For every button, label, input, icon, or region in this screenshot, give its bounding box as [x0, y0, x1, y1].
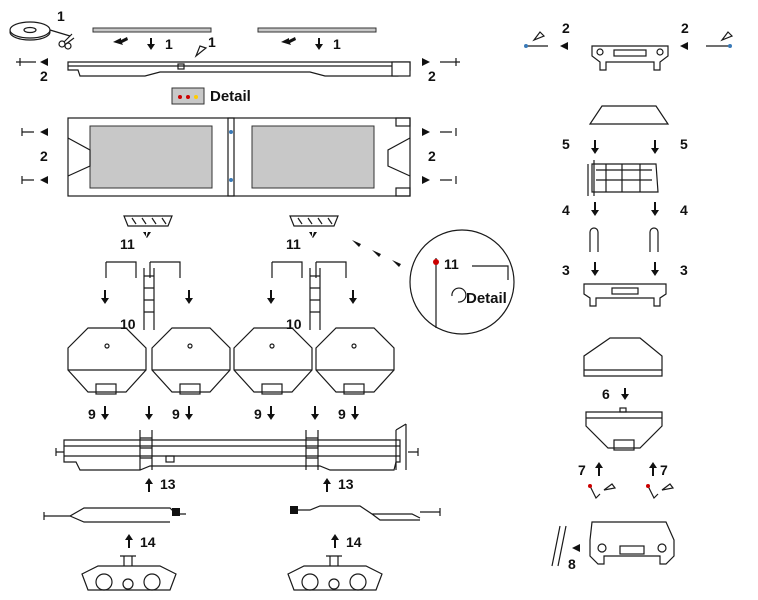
- step-3-label-b: 3: [680, 262, 688, 278]
- handrails-left-group: [105, 261, 181, 330]
- hopper-3: [233, 327, 313, 395]
- frame-top-view: [67, 117, 411, 197]
- step-5-label-b: 5: [680, 136, 688, 152]
- handrails-right-group: [271, 261, 347, 330]
- arrows-to-detail: [352, 240, 401, 267]
- arrows-step9: [101, 406, 359, 420]
- step-1-label-c: 1: [208, 34, 216, 50]
- pin-right-top: [422, 58, 460, 66]
- glue-part-left: [588, 483, 617, 500]
- step-4-label-b: 4: [680, 202, 688, 218]
- glue-pin-left: [524, 31, 568, 50]
- glue-part-right: [646, 483, 675, 500]
- arrows-step10: [101, 290, 357, 304]
- bolster-right: [290, 505, 441, 521]
- step-6-label: 6: [602, 386, 610, 402]
- step-10-label-b: 10: [286, 316, 302, 332]
- step-9-label-d: 9: [338, 406, 346, 422]
- frame-side-view-top: [67, 45, 411, 77]
- step-4-label-a: 4: [562, 202, 570, 218]
- step-2-label-c: 2: [40, 148, 48, 164]
- walkway-right: [289, 215, 339, 238]
- end-piece-bottom: [589, 521, 675, 565]
- bogie-right: [287, 555, 383, 591]
- detail-label-top: Detail: [210, 88, 251, 105]
- step-2-label-e: 2: [562, 20, 570, 36]
- side-strip-right: [257, 27, 377, 33]
- handrail-assembly: [587, 160, 659, 196]
- step-9-label-a: 9: [88, 406, 96, 422]
- step-2-label-f: 2: [681, 20, 689, 36]
- arrows-step13: [145, 478, 331, 492]
- arrows-step4: [591, 202, 659, 216]
- detail-strip: [171, 87, 205, 105]
- step-11-label-b: 11: [286, 236, 301, 252]
- bogie-left: [81, 555, 177, 591]
- step-11-label-a: 11: [120, 236, 135, 252]
- step-3-label-a: 3: [562, 262, 570, 278]
- step-7-label-b: 7: [660, 462, 668, 478]
- step-2-label-d: 2: [428, 148, 436, 164]
- step-9-label-b: 9: [172, 406, 180, 422]
- detail-label-circle: Detail: [466, 290, 507, 307]
- end-piece-top: [591, 45, 669, 71]
- hopper-1: [67, 327, 147, 395]
- step-14-label-b: 14: [346, 534, 362, 550]
- bolster-left: [43, 507, 186, 523]
- step-13-label-b: 13: [338, 476, 354, 492]
- arrows-step7: [595, 462, 657, 476]
- step-1-label-a: 1: [57, 8, 65, 24]
- hopper-body-right: [585, 407, 663, 451]
- step-1-label-d: 1: [333, 36, 341, 52]
- hopper-4: [315, 327, 395, 395]
- pins-mid-right: [422, 128, 457, 184]
- step-5-label-a: 5: [562, 136, 570, 152]
- hopper-2: [151, 327, 231, 395]
- step-2-label-a: 2: [40, 68, 48, 84]
- step-14-label-a: 14: [140, 534, 156, 550]
- tape-roll-icon: [9, 21, 71, 41]
- roof-plate: [588, 105, 670, 125]
- step-2-label-b: 2: [428, 68, 436, 84]
- step-1-label-b: 1: [165, 36, 173, 52]
- hopper-roof: [583, 337, 663, 377]
- step-13-label-a: 13: [160, 476, 176, 492]
- arrows-step5: [591, 140, 659, 154]
- glue-pin-right: [680, 31, 734, 50]
- arrow-group-step1: [113, 37, 323, 50]
- pin-left-top: [16, 58, 48, 66]
- step-7-label-a: 7: [578, 462, 586, 478]
- hook-left: [589, 227, 599, 252]
- side-strip-left: [92, 27, 212, 33]
- step-9-label-c: 9: [254, 406, 262, 422]
- arrow-step6: [621, 388, 629, 400]
- step-8-label: 8: [568, 556, 576, 572]
- ladder-step8: [551, 525, 580, 567]
- walkway-left: [123, 215, 173, 238]
- scissors-icon: [58, 33, 75, 50]
- end-piece-mid: [583, 283, 667, 307]
- arrows-step14: [125, 534, 339, 548]
- step-11-label-c: 11: [444, 256, 459, 272]
- detail-circle: [409, 229, 515, 335]
- hook-right: [649, 227, 659, 252]
- arrows-step3: [591, 262, 659, 276]
- frame-side-view-bottom: [55, 423, 419, 471]
- pins-mid-left: [21, 128, 48, 184]
- step-10-label-a: 10: [120, 316, 136, 332]
